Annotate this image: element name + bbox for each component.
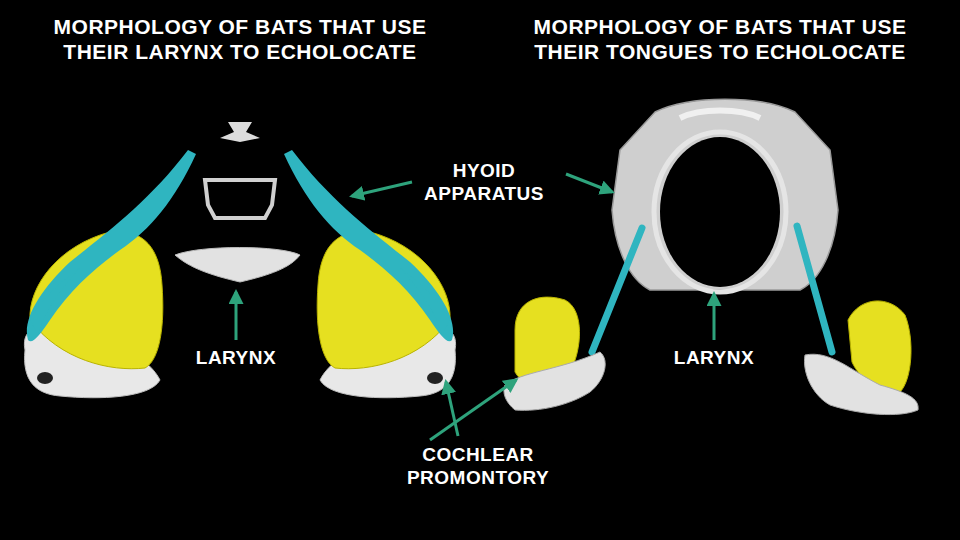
skull-bone: [504, 352, 605, 410]
larynx-rim: [654, 132, 786, 292]
left-ear-hyoid: [24, 150, 196, 398]
part-label: COCHLEAR PROMONTORY: [398, 444, 558, 490]
leader-arrow: [430, 380, 516, 440]
leader-arrow: [352, 182, 412, 196]
skull-bone: [804, 354, 918, 414]
part-label: HYOID APPARATUS: [419, 160, 549, 206]
hyoid-rod: [797, 226, 832, 352]
larynx-hole: [660, 137, 780, 287]
larynx-cartilage: [175, 248, 300, 283]
leader-arrow: [235, 292, 238, 340]
part-label: LARYNX: [176, 347, 296, 370]
column-heading: MORPHOLOGY OF BATS THAT USE THEIR LARYNX…: [20, 14, 460, 64]
larynx-top: [680, 111, 760, 119]
part-label: LARYNX: [654, 347, 774, 370]
hyoid-rod: [592, 228, 642, 352]
larynx-frame: [205, 180, 275, 218]
leader-arrow: [713, 294, 716, 340]
leader-arrow: [566, 174, 612, 192]
column-heading: MORPHOLOGY OF BATS THAT USE THEIR TONGUE…: [485, 14, 955, 64]
larynx-top: [220, 122, 260, 142]
